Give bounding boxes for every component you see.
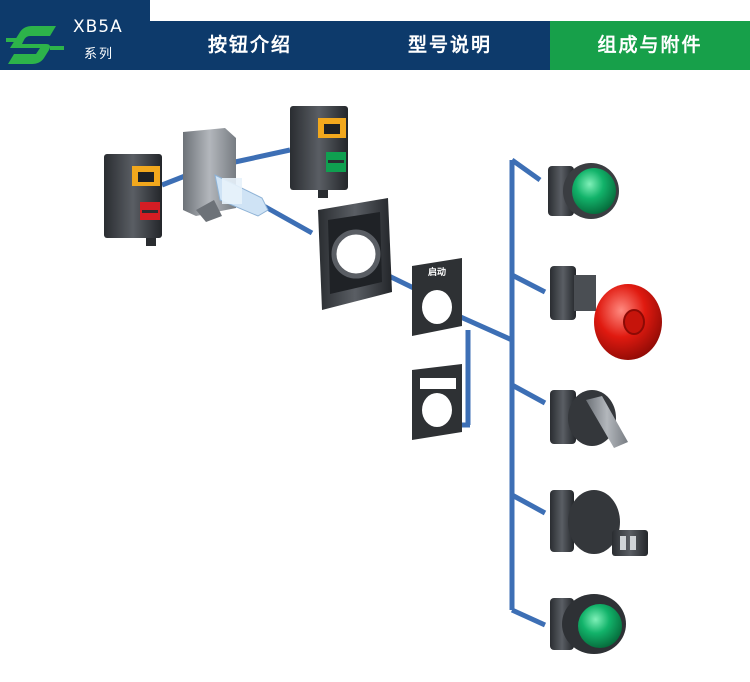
selector-switch-head — [550, 390, 628, 448]
brand-title: XB5A — [73, 17, 123, 37]
tab-model-description[interactable]: 型号说明 — [407, 34, 492, 56]
connector-lines — [161, 147, 547, 628]
brand-block[interactable]: XB5A 系列 — [0, 0, 150, 70]
header-top-strip — [150, 0, 750, 21]
brand-subtitle: 系列 — [84, 47, 115, 62]
legend-plate-engraved: 启动 — [412, 258, 462, 336]
legend-plate-blank — [412, 364, 462, 440]
green-s-logo-icon — [6, 26, 64, 64]
light-block — [183, 128, 269, 222]
tab-components-accessories[interactable]: 组成与附件 — [550, 21, 750, 70]
top-nav: 按钮介绍 型号说明 组成与附件 — [150, 21, 750, 70]
key-switch-head — [550, 490, 648, 556]
tab-button-intro[interactable]: 按钮介绍 — [207, 34, 292, 56]
flush-pushbutton-head — [548, 163, 619, 219]
mushroom-head — [550, 266, 662, 360]
exploded-assembly-diagram: 启动 — [104, 106, 662, 654]
mounting-collar — [318, 198, 392, 310]
contact-block-no — [290, 106, 348, 198]
illuminated-pushbutton-head — [550, 594, 626, 654]
legend-plate-label: 启动 — [428, 266, 446, 278]
contact-block-nc — [104, 154, 162, 246]
